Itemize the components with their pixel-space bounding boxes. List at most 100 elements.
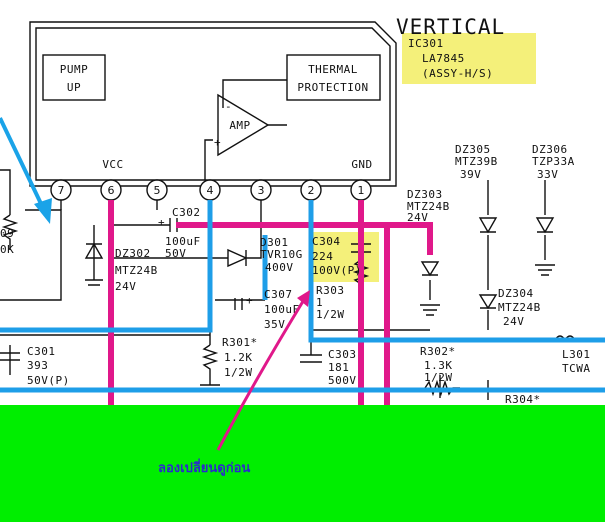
- pump-up-label-1: PUMP: [60, 63, 89, 76]
- dz304-part: MTZ24B: [498, 301, 541, 314]
- thermal-label-1: THERMAL: [308, 63, 358, 76]
- r302-value: 1.3K: [424, 359, 453, 372]
- dz302-ref: DZ302: [115, 247, 151, 260]
- amp-plus: +: [214, 136, 221, 149]
- c304-highlight: [311, 232, 379, 282]
- pin-5-label: 5: [154, 184, 161, 197]
- dz306-rating: 33V: [537, 168, 558, 181]
- amp-symbol: [217, 93, 270, 157]
- c301-ref: C301: [27, 345, 56, 358]
- c307-plus: +: [246, 294, 253, 307]
- dz304-zener: [478, 294, 498, 310]
- amp-label: AMP: [229, 119, 250, 132]
- wiring: [0, 169, 605, 400]
- pin-7: [50, 179, 72, 201]
- thermal-protection-block: [286, 54, 381, 101]
- r303-value: 1: [316, 296, 323, 309]
- r302-rating: 1/2W: [424, 371, 453, 384]
- ic-part: LA7845: [422, 52, 465, 65]
- c302-plus: +: [158, 216, 165, 229]
- r301-resistor: [201, 344, 219, 375]
- c301-symbol: [0, 352, 20, 361]
- r304-ref: R304*: [505, 393, 541, 406]
- c307-value: 100uF: [264, 303, 300, 316]
- c307-ref: C307: [264, 288, 293, 301]
- c303-rating: 500V: [328, 374, 357, 387]
- gnd-label: GND: [351, 158, 372, 171]
- c302-ref: C302: [172, 206, 201, 219]
- ic-pins: 7 6 5 4 3 2 1: [50, 179, 372, 210]
- pump-up-block: [42, 54, 106, 101]
- ic-assy: (ASSY-H/S): [422, 67, 493, 80]
- c304-rating: 100V(P): [312, 264, 362, 277]
- dz302-zener: [84, 242, 104, 259]
- blue-arrow: [0, 117, 46, 211]
- c301-value: 393: [27, 359, 48, 372]
- r309-resistor: [1, 214, 19, 250]
- d301-diode: [227, 248, 248, 268]
- pin-5: [146, 179, 168, 201]
- annotation-arrow: [216, 297, 307, 451]
- dz303-part: MTZ24B: [407, 200, 450, 213]
- d301-part: TVR10G: [260, 248, 303, 261]
- dz305-ref: DZ305: [455, 143, 491, 156]
- r309-value: 0K: [0, 243, 14, 256]
- ic-label-highlight: [402, 33, 536, 84]
- l301-part: TCWA: [562, 362, 591, 375]
- dz306-zener: [535, 217, 555, 234]
- c302-rating: 50V: [165, 247, 186, 260]
- c302-value: 100uF: [165, 235, 201, 248]
- dz305-part: MTZ39B: [455, 155, 498, 168]
- pin-3-label: 3: [258, 184, 265, 197]
- dz304-ref: DZ304: [498, 287, 534, 300]
- r303-ref: R303: [316, 284, 345, 297]
- dz305-rating: 39V: [460, 168, 481, 181]
- dz306-part: TZP33A: [532, 155, 575, 168]
- vcc-label: VCC: [102, 158, 123, 171]
- c304-value: 224: [312, 250, 333, 263]
- d301-rating: 400V: [265, 261, 294, 274]
- r301-rating: 1/2W: [224, 366, 253, 379]
- pin-7-label: 7: [58, 184, 65, 197]
- pin-2-label: 2: [308, 184, 315, 197]
- ground-dz306: [535, 264, 555, 276]
- pin-6-label: 6: [108, 184, 115, 197]
- ic-ref: IC301: [408, 37, 444, 50]
- title-vertical: VERTICAL: [396, 15, 505, 39]
- r301-ref: R301*: [222, 336, 258, 349]
- c303-value: 181: [328, 361, 349, 374]
- dz303-zener: [420, 261, 440, 277]
- pin-4-label: 4: [207, 184, 214, 197]
- c302-symbol: [169, 218, 178, 232]
- pin-1-label: 1: [358, 184, 365, 197]
- c301-rating: 50V(P): [27, 374, 70, 387]
- c307-symbol: [234, 298, 243, 310]
- amp-minus: -: [225, 100, 232, 113]
- magenta-traces: [108, 200, 433, 410]
- l301-ref: L301: [562, 348, 591, 361]
- dz304-rating: 24V: [503, 315, 524, 328]
- dz302-part: MTZ24B: [115, 264, 158, 277]
- r309-ref: 09: [0, 227, 14, 240]
- r303-rating: 1/2W: [316, 308, 345, 321]
- green-overlay: [0, 405, 605, 522]
- ic-body: [29, 21, 397, 187]
- dz303-ref: DZ303: [407, 188, 443, 201]
- c304-ref: C304: [312, 235, 341, 248]
- dz303-rating: 24V: [407, 211, 428, 224]
- pump-up-label-2: UP: [67, 81, 81, 94]
- r302-ref: R302*: [420, 345, 456, 358]
- pin-3: [250, 179, 272, 201]
- dz302-rating: 24V: [115, 280, 136, 293]
- cyan-traces: [0, 200, 605, 393]
- annotation-arrow-head: [297, 290, 310, 307]
- annotation-text: ลองเปลี่ยนดูก่อน: [158, 458, 250, 476]
- c307-rating: 35V: [264, 318, 285, 331]
- dz306-ref: DZ306: [532, 143, 568, 156]
- c303-symbol: [300, 354, 322, 363]
- thermal-label-2: PROTECTION: [297, 81, 368, 94]
- d301-ref: D301: [260, 236, 289, 249]
- c303-ref: C303: [328, 348, 357, 361]
- r301-value: 1.2K: [224, 351, 253, 364]
